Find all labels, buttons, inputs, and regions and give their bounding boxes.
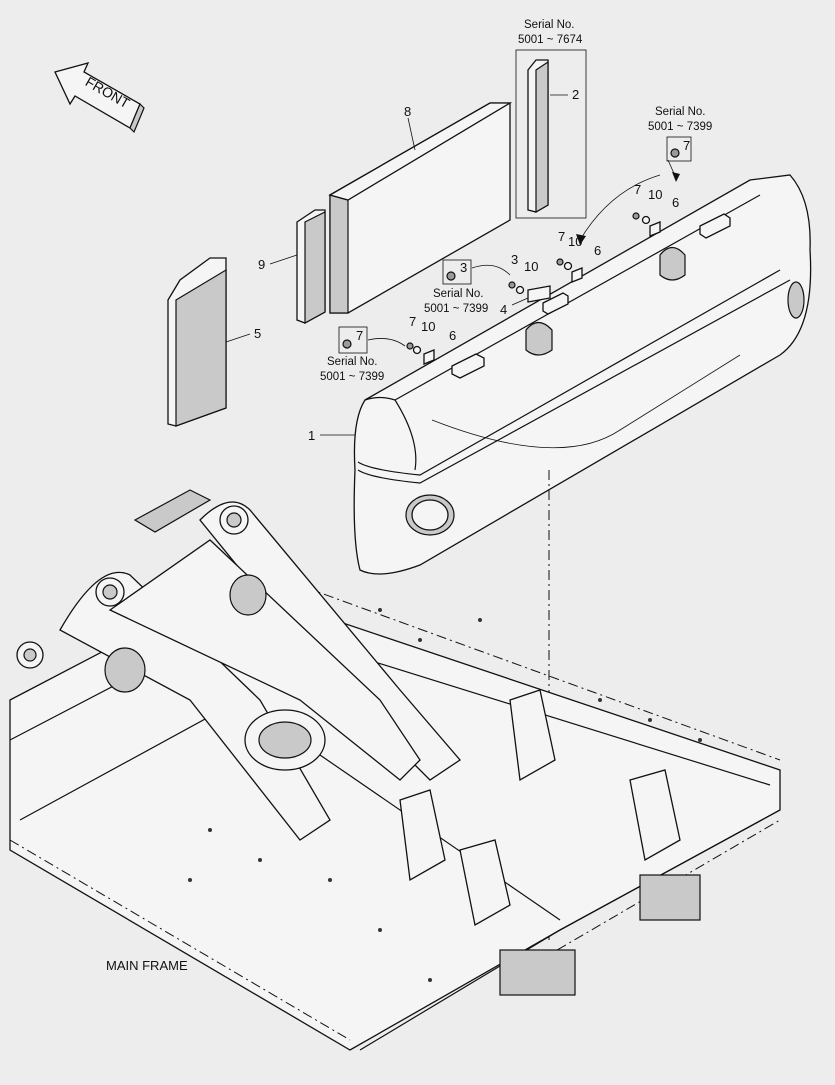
- serial-mid-line1: Serial No.: [433, 288, 484, 300]
- serial-right-line1: Serial No.: [655, 106, 706, 118]
- part-9-plate: 9: [258, 209, 326, 325]
- callout-3: 3: [511, 252, 518, 267]
- serial-top-line1: Serial No.: [524, 19, 575, 31]
- callout-1: 1: [308, 428, 315, 443]
- callout-6-right: 6: [672, 195, 679, 210]
- callout-10-mid: 10: [568, 234, 582, 249]
- callout-7-box-left: 7: [356, 328, 363, 343]
- front-direction-arrow: FRONT: [54, 62, 145, 134]
- serial-mid-line2: 5001 ~ 7399: [424, 303, 488, 315]
- part-1-counterweight: 1: [308, 174, 812, 575]
- fastener-group-right: Serial No. 5001 ~ 7399 7 7 10 6: [576, 106, 712, 245]
- callout-7-box-right: 7: [683, 138, 690, 153]
- callout-5: 5: [254, 326, 261, 341]
- serial-left-line1: Serial No.: [327, 356, 378, 368]
- callout-6-left: 6: [449, 328, 456, 343]
- serial-left-line2: 5001 ~ 7399: [320, 371, 384, 383]
- part-5-plate: 5: [167, 257, 261, 427]
- part-8-plate: 8: [328, 102, 513, 314]
- callout-4: 4: [500, 302, 507, 317]
- main-frame: [9, 489, 781, 1051]
- callout-8: 8: [404, 104, 411, 119]
- callout-10-left: 10: [421, 319, 435, 334]
- callout-3-box: 3: [460, 260, 467, 275]
- callout-7-mid: 7: [558, 229, 565, 244]
- callout-10-mid2: 10: [524, 259, 538, 274]
- serial-right-line2: 5001 ~ 7399: [648, 121, 712, 133]
- callout-9: 9: [258, 257, 265, 272]
- callout-2: 2: [572, 87, 579, 102]
- serial-top-line2: 5001 ~ 7674: [518, 34, 583, 46]
- callout-6-mid: 6: [594, 243, 601, 258]
- fastener-group-mid: 7 10 6 3 10 4 3 Serial No. 5001 ~ 7399: [424, 229, 601, 317]
- fastener-group-left: 7 Serial No. 5001 ~ 7399 7 10 6: [320, 314, 456, 383]
- main-frame-label: MAIN FRAME: [106, 958, 188, 973]
- callout-7-right: 7: [634, 182, 641, 197]
- callout-10-right: 10: [648, 187, 662, 202]
- serial-box-2: Serial No. 5001 ~ 7674 2: [515, 19, 587, 219]
- callout-7-left: 7: [409, 314, 416, 329]
